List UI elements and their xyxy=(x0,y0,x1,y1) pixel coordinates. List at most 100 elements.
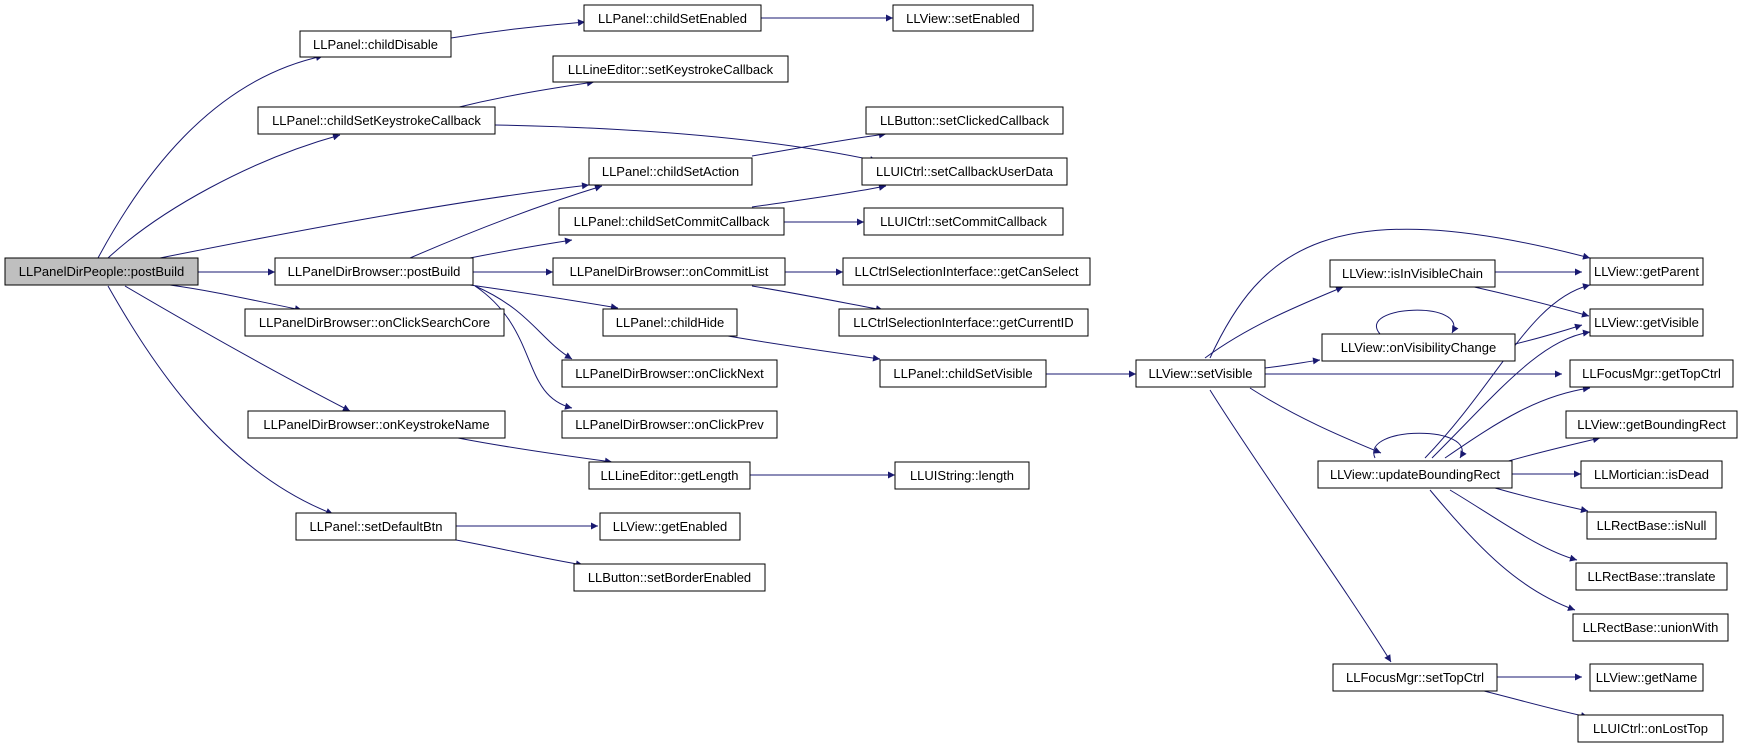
edge-root-onKeystrokeName xyxy=(124,285,351,412)
edge-onKeystrokeName-getLength xyxy=(457,437,613,465)
nodes: LLPanelDirPeople::postBuild LLPanel::chi… xyxy=(4,4,1738,743)
node-isNull[interactable]: LLRectBase::isNull xyxy=(1586,511,1717,540)
node-label: LLUICtrl::onLostTop xyxy=(1593,721,1708,736)
node-setBorderEnabled[interactable]: LLButton::setBorderEnabled xyxy=(573,563,766,592)
node-label: LLUICtrl::setCommitCallback xyxy=(880,214,1047,229)
node-childSetCommitCallback[interactable]: LLPanel::childSetCommitCallback xyxy=(558,207,785,236)
node-label: LLUICtrl::setCallbackUserData xyxy=(876,164,1054,179)
node-label: LLView::getBoundingRect xyxy=(1577,417,1726,432)
node-label: LLPanel::childSetVisible xyxy=(893,366,1032,381)
node-label: LLPanelDirBrowser::postBuild xyxy=(288,264,461,279)
node-label: LLPanelDirBrowser::onClickPrev xyxy=(575,417,764,432)
node-label: LLPanel::childHide xyxy=(616,315,724,330)
node-getTopCtrl[interactable]: LLFocusMgr::getTopCtrl xyxy=(1569,359,1734,388)
edge-root-setDefaultBtn xyxy=(107,285,334,515)
node-label: LLView::isInVisibleChain xyxy=(1342,266,1483,281)
node-getLength[interactable]: LLLineEditor::getLength xyxy=(588,461,751,490)
node-onClickSearchCore[interactable]: LLPanelDirBrowser::onClickSearchCore xyxy=(244,308,505,337)
edge-updateBoundingRect-getVisible xyxy=(1431,329,1591,459)
node-getVisible[interactable]: LLView::getVisible xyxy=(1589,308,1704,337)
edge-updateBoundingRect-getTopCtrl xyxy=(1444,385,1591,459)
node-childHide[interactable]: LLPanel::childHide xyxy=(602,308,738,337)
node-getCurrentID[interactable]: LLCtrlSelectionInterface::getCurrentID xyxy=(838,308,1089,337)
node-setCommitCallback[interactable]: LLUICtrl::setCommitCallback xyxy=(863,207,1064,236)
edge-root-onClickSearchCore xyxy=(169,284,303,313)
node-root[interactable]: LLPanelDirPeople::postBuild xyxy=(4,257,199,286)
node-getCanSelect[interactable]: LLCtrlSelectionInterface::getCanSelect xyxy=(842,257,1091,286)
node-label: LLPanelDirBrowser::onCommitList xyxy=(570,264,769,279)
node-setEnabled[interactable]: LLView::setEnabled xyxy=(892,4,1034,32)
edge-childDisable-childSetEnabled xyxy=(450,19,586,39)
node-setClickedCallback[interactable]: LLButton::setClickedCallback xyxy=(865,106,1064,135)
edge-browserPostBuild-onClickPrev xyxy=(474,285,573,410)
node-label: LLCtrlSelectionInterface::getCurrentID xyxy=(853,315,1073,330)
node-fmSetTopCtrl[interactable]: LLFocusMgr::setTopCtrl xyxy=(1332,663,1498,692)
edge-browserPostBuild-childSetCommitCallback xyxy=(469,237,573,259)
node-label: LLRectBase::unionWith xyxy=(1583,620,1719,635)
edge-updateBoundingRect-getParent xyxy=(1424,283,1591,459)
edge-setVisible-updateBoundingRect xyxy=(1249,387,1382,454)
node-label: LLView::getName xyxy=(1596,670,1697,685)
node-label: LLView::getParent xyxy=(1594,264,1699,279)
node-label: LLPanelDirBrowser::onKeystrokeName xyxy=(263,417,489,432)
node-label: LLMortician::isDead xyxy=(1594,467,1709,482)
node-label: LLRectBase::isNull xyxy=(1597,518,1707,533)
node-browserPostBuild[interactable]: LLPanelDirBrowser::postBuild xyxy=(274,257,474,286)
node-label: LLFocusMgr::getTopCtrl xyxy=(1582,366,1721,381)
node-label: LLLineEditor::setKeystrokeCallback xyxy=(568,62,774,77)
node-onVisibilityChange[interactable]: LLView::onVisibilityChange xyxy=(1321,333,1516,362)
node-label: LLPanelDirBrowser::onClickSearchCore xyxy=(259,315,490,330)
node-setDefaultBtn[interactable]: LLPanel::setDefaultBtn xyxy=(295,512,457,541)
node-label: LLButton::setClickedCallback xyxy=(880,113,1050,128)
node-label: LLView::setEnabled xyxy=(906,11,1020,26)
node-label: LLRectBase::translate xyxy=(1588,569,1716,584)
edge-browserPostBuild-onClickNext xyxy=(474,285,573,360)
edge-updateBoundingRect-unionWith xyxy=(1429,489,1576,611)
edge-setVisible-getParent xyxy=(1209,228,1591,359)
node-unionWith[interactable]: LLRectBase::unionWith xyxy=(1572,613,1729,642)
node-childSetKeystrokeCallback[interactable]: LLPanel::childSetKeystrokeCallback xyxy=(257,106,496,135)
node-label: LLPanel::childSetAction xyxy=(602,164,739,179)
node-getName[interactable]: LLView::getName xyxy=(1589,663,1704,692)
node-length[interactable]: LLUIString::length xyxy=(894,461,1030,490)
node-onCommitList[interactable]: LLPanelDirBrowser::onCommitList xyxy=(552,257,786,286)
edge-browserPostBuild-childHide xyxy=(469,284,619,311)
edge-setVisible-onVisibilityChange xyxy=(1264,357,1321,369)
node-onLostTop[interactable]: LLUICtrl::onLostTop xyxy=(1577,714,1724,743)
node-isDead[interactable]: LLMortician::isDead xyxy=(1580,460,1723,489)
node-childSetVisible[interactable]: LLPanel::childSetVisible xyxy=(879,359,1047,388)
node-onClickPrev[interactable]: LLPanelDirBrowser::onClickPrev xyxy=(561,410,778,439)
node-childSetAction[interactable]: LLPanel::childSetAction xyxy=(588,157,753,186)
node-isInVisibleChain[interactable]: LLView::isInVisibleChain xyxy=(1329,259,1496,288)
edge-onCommitList-getCurrentID xyxy=(751,285,884,313)
node-childSetEnabled[interactable]: LLPanel::childSetEnabled xyxy=(583,4,762,32)
node-childDisable[interactable]: LLPanel::childDisable xyxy=(299,30,452,58)
node-getBoundingRect[interactable]: LLView::getBoundingRect xyxy=(1565,410,1738,439)
node-setVisible[interactable]: LLView::setVisible xyxy=(1135,359,1266,388)
edge-childSetKeystrokeCallback-setKeystrokeCallback xyxy=(454,79,595,109)
node-setCallbackUserData[interactable]: LLUICtrl::setCallbackUserData xyxy=(861,157,1068,186)
node-label: LLFocusMgr::setTopCtrl xyxy=(1346,670,1484,685)
node-label: LLPanelDirPeople::postBuild xyxy=(19,264,185,279)
edge-childSetCommitCallback-setCallbackUserData xyxy=(751,183,887,208)
node-updateBoundingRect[interactable]: LLView::updateBoundingRect xyxy=(1317,460,1513,489)
node-setKeystrokeCallback[interactable]: LLLineEditor::setKeystrokeCallback xyxy=(552,55,789,83)
edge-updateBoundingRect-translate xyxy=(1449,489,1578,562)
node-label: LLPanel::childSetCommitCallback xyxy=(574,214,770,229)
node-label: LLView::getVisible xyxy=(1594,315,1699,330)
node-onKeystrokeName[interactable]: LLPanelDirBrowser::onKeystrokeName xyxy=(247,410,506,439)
node-label: LLUIString::length xyxy=(910,468,1014,483)
node-getEnabled[interactable]: LLView::getEnabled xyxy=(599,512,741,541)
node-getParent[interactable]: LLView::getParent xyxy=(1589,257,1704,286)
node-label: LLButton::setBorderEnabled xyxy=(588,570,751,585)
edge-childHide-childSetVisible xyxy=(727,335,881,362)
node-label: LLPanel::setDefaultBtn xyxy=(310,519,443,534)
edge-browserPostBuild-childSetAction xyxy=(409,184,603,259)
edge-root-childSetKeystrokeCallback xyxy=(107,133,341,259)
node-label: LLView::updateBoundingRect xyxy=(1330,467,1500,482)
node-label: LLView::onVisibilityChange xyxy=(1341,340,1496,355)
node-onClickNext[interactable]: LLPanelDirBrowser::onClickNext xyxy=(561,359,778,388)
node-translate[interactable]: LLRectBase::translate xyxy=(1575,562,1728,591)
node-label: LLView::setVisible xyxy=(1148,366,1252,381)
